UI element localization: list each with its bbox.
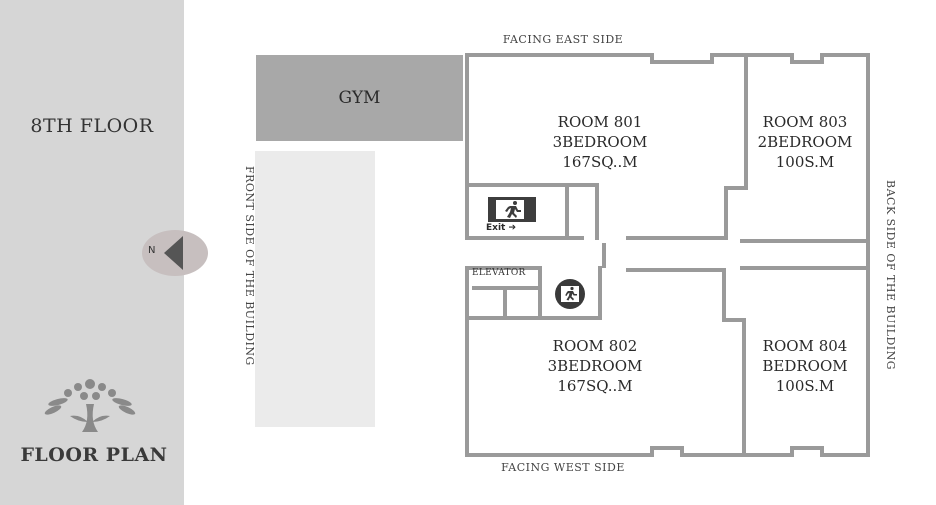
running-man-icon (496, 200, 524, 219)
logo-text: FLOOR PLAN (20, 444, 168, 466)
room-803: ROOM 803 2BEDROOM 100S.M (750, 112, 860, 172)
room-name: ROOM 802 (552, 337, 638, 355)
room-area: 167SQ..M (557, 377, 633, 395)
room-name: ROOM 801 (557, 113, 643, 131)
facing-east-label: FACING EAST SIDE (502, 33, 624, 46)
emergency-exit-icon (555, 279, 585, 309)
gym-area (256, 55, 463, 141)
room-801: ROOM 801 3BEDROOM 167SQ..M (520, 112, 680, 172)
room-type: BEDROOM (762, 357, 848, 375)
floor-label: 8TH FLOOR (30, 115, 154, 137)
room-type: 3BEDROOM (552, 133, 648, 151)
room-802: ROOM 802 3BEDROOM 167SQ..M (515, 336, 675, 396)
elevator-label: ELEVATOR (472, 268, 526, 278)
front-side-label: FRONT SIDE OF THE BUILDING (243, 166, 256, 366)
front-area (255, 151, 375, 427)
compass-letter: N (148, 245, 156, 256)
room-area: 100S.M (775, 377, 835, 395)
tree-logo-icon (44, 379, 136, 432)
north-arrow-icon (164, 236, 183, 270)
exit-sign (488, 197, 536, 222)
exit-text: Exit ➔ (486, 223, 517, 233)
room-804: ROOM 804 BEDROOM 100S.M (750, 336, 860, 396)
back-side-label: BACK SIDE OF THE BUILDING (884, 180, 897, 371)
gym-label: GYM (338, 88, 381, 108)
room-area: 167SQ..M (562, 153, 638, 171)
room-area: 100S.M (775, 153, 835, 171)
room-name: ROOM 803 (762, 113, 848, 131)
room-name: ROOM 804 (762, 337, 848, 355)
room-type: 2BEDROOM (757, 133, 853, 151)
room-type: 3BEDROOM (547, 357, 643, 375)
facing-west-label: FACING WEST SIDE (501, 461, 625, 474)
